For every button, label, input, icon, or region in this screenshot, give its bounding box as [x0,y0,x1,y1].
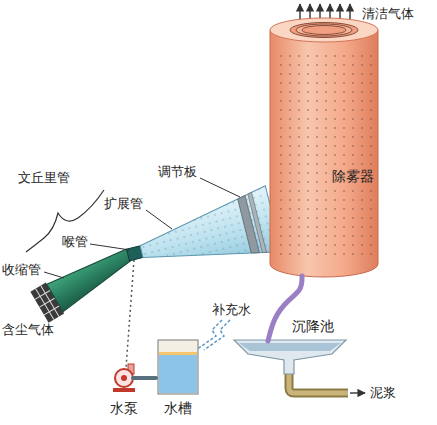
plate-label: 调节板 [158,164,197,180]
tank-water-surface [159,352,197,355]
pump-casing [115,369,133,387]
tower-outlet-ring [302,26,346,35]
mist-dots [276,48,372,262]
sludge-arrow [350,392,365,393]
node-label: 水槽 [164,400,192,416]
tank-wall [158,340,198,394]
venturi-label: 文丘里管 [18,170,70,186]
part-label: 扩展管 [104,196,143,212]
demister-tower: 除雾器 [268,16,380,278]
tower-top [270,18,378,42]
node-shape [156,338,200,396]
settling-basin: 沉降池 [232,318,348,374]
sludge-hose [268,276,302,341]
part-label: 喉管 [62,234,88,250]
leader-lines [44,178,240,278]
node-label: 除雾器 [332,168,374,184]
basin-water [239,343,341,351]
pump-base [113,388,135,392]
gas-label: 含尘气体 [2,322,54,338]
converging-pipe [30,239,138,323]
basin-funnel [234,340,346,374]
pump-hub [121,375,127,381]
tower-body [270,30,378,277]
water-pump: 水泵 [108,360,144,420]
tank-water [159,354,197,393]
sludge-label: 泥浆 [370,385,396,401]
water-label: 补充水 [212,302,251,318]
gas-label: 清洁气体 [362,6,414,22]
tower-outlet-ring [290,23,358,38]
suction-pipe [133,376,156,380]
makeup-water-lines [196,320,230,350]
node-shape [268,16,380,278]
diffuser-pipe [120,186,282,288]
venturi-bracket [26,190,104,252]
tower-outlet-ring [296,24,352,36]
sludge-pipe [289,372,348,393]
water-tank: 水槽 [156,338,200,420]
part-label: 收缩管 [2,262,41,278]
node-label: 沉降池 [292,318,334,334]
node-label: 水泵 [110,400,138,416]
node-shape [232,336,348,374]
water-injection-line [126,260,134,368]
sludge-pipe-inner [289,372,348,393]
node-shape [108,360,144,394]
